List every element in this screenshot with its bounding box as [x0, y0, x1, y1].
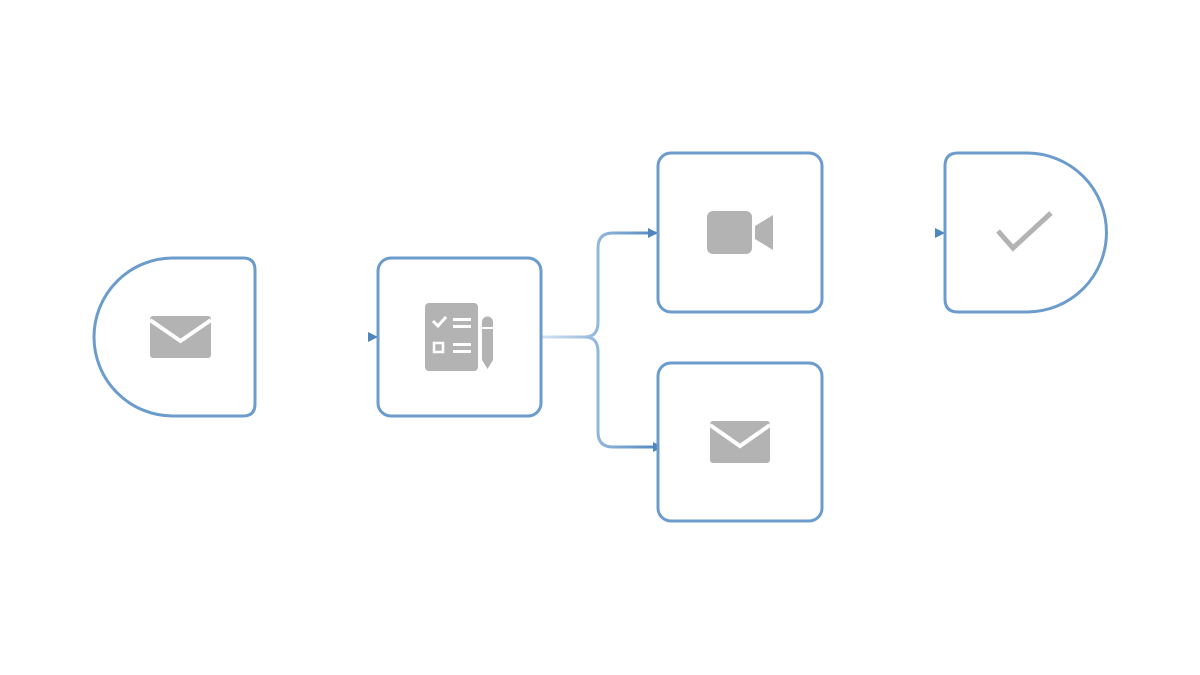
checkmark-icon [996, 211, 1053, 252]
end-node[interactable] [943, 151, 1108, 314]
connector-form-to-email [541, 335, 663, 452]
checklist-form-icon [425, 303, 494, 371]
video-camera-icon [707, 211, 773, 254]
connector-form-to-video [541, 228, 658, 339]
start-node[interactable] [92, 256, 257, 418]
envelope-icon [708, 421, 772, 463]
form-node[interactable] [376, 256, 543, 418]
video-node[interactable] [656, 151, 824, 314]
envelope-icon [148, 316, 213, 358]
email-node[interactable] [656, 361, 824, 523]
